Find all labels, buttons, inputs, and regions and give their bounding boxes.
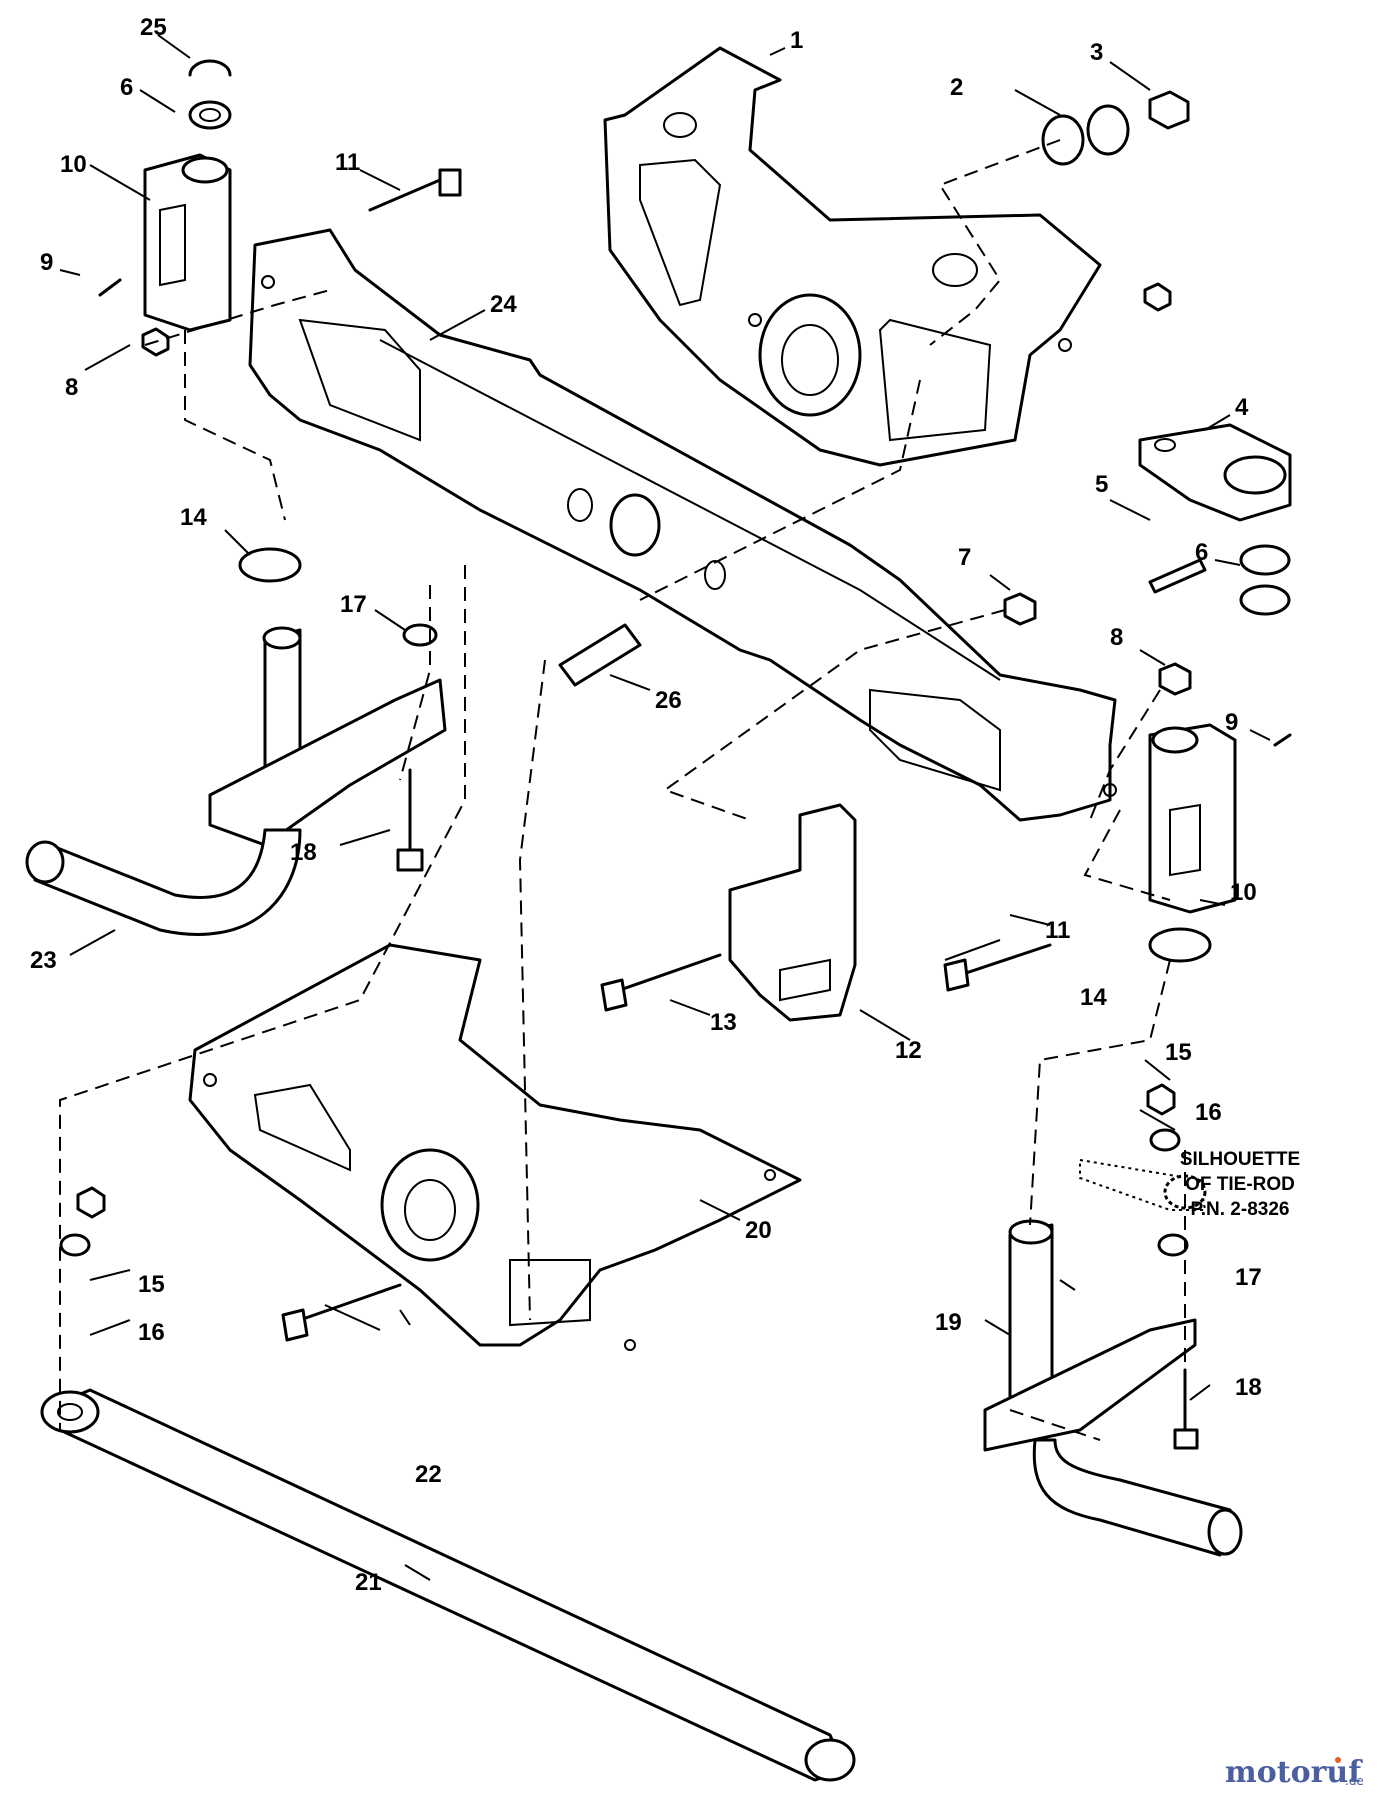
- steering-arm-part: [1138, 423, 1292, 522]
- spindle-support-left-part: [143, 153, 232, 332]
- label-2: 2: [950, 74, 963, 101]
- label-24: 24: [490, 291, 517, 318]
- watermark-text: motoruf: [1225, 1755, 1363, 1790]
- bolt-parts: [98, 168, 1292, 1450]
- label-6-left: 6: [120, 74, 133, 101]
- tie-rod-silhouette-note: SILHOUETTE OF TIE-ROD P.N. 2-8326: [1180, 1149, 1300, 1220]
- lower-bracket-part: [188, 943, 802, 1351]
- label-10-right: 10: [1230, 879, 1257, 906]
- label-12: 12: [895, 1037, 922, 1064]
- label-15-left: 15: [138, 1271, 165, 1298]
- pin-parts: [558, 558, 1207, 687]
- label-18-right: 18: [1235, 1374, 1262, 1401]
- label-9-left: 9: [40, 249, 53, 276]
- label-8-left: 8: [65, 374, 78, 401]
- label-20: 20: [745, 1217, 772, 1244]
- label-8-right: 8: [1110, 624, 1123, 651]
- label-10-left: 10: [60, 151, 87, 178]
- part-number-labels: 25 6 10 9 8 11 1 2 3 24 4 5 6 7 8 9 10 1…: [30, 14, 1262, 1596]
- label-17-left: 17: [340, 591, 367, 618]
- label-13: 13: [710, 1009, 737, 1036]
- note-line-1: SILHOUETTE: [1180, 1149, 1300, 1170]
- tie-rod-part: [40, 1388, 856, 1782]
- front-axle-beam-part: [248, 228, 1117, 822]
- label-23: 23: [30, 947, 57, 974]
- tie-rod-bracket-part: [728, 803, 857, 1022]
- label-16-right: 16: [1195, 1099, 1222, 1126]
- label-26: 26: [655, 687, 682, 714]
- label-19: 19: [935, 1309, 962, 1336]
- label-1: 1: [790, 27, 803, 54]
- assembly-dashed-lines: [59, 139, 1186, 1441]
- hardware-parts: [59, 59, 1291, 1257]
- note-line-3: P.N. 2-8326: [1191, 1199, 1290, 1220]
- label-4: 4: [1235, 394, 1249, 421]
- watermark-logo: motoruf .de: [1225, 1755, 1364, 1790]
- watermark-dot: [1335, 1757, 1341, 1763]
- label-22: 22: [415, 1461, 442, 1488]
- label-21: 21: [355, 1569, 382, 1596]
- upper-bracket-part: [603, 46, 1102, 467]
- label-18-left: 18: [290, 839, 317, 866]
- label-11-right: 11: [1045, 917, 1070, 944]
- label-14-left: 14: [180, 504, 207, 531]
- spindle-left-part: [25, 626, 447, 936]
- label-17-right: 17: [1235, 1264, 1262, 1291]
- label-16-left: 16: [138, 1319, 165, 1346]
- label-3: 3: [1090, 39, 1103, 66]
- label-11-left: 11: [335, 149, 360, 176]
- label-15-right: 15: [1165, 1039, 1192, 1066]
- callout-leader-lines: [59, 34, 1271, 1581]
- spindle-support-right-part: [1148, 723, 1237, 914]
- note-line-2: OF TIE-ROD: [1185, 1174, 1295, 1195]
- label-25: 25: [140, 14, 167, 41]
- label-9-right: 9: [1225, 709, 1238, 736]
- spindle-right-part: [983, 1219, 1243, 1557]
- label-14-right: 14: [1080, 984, 1107, 1011]
- watermark-suffix: .de: [1345, 1774, 1364, 1788]
- label-5: 5: [1095, 471, 1108, 498]
- label-6-right: 6: [1195, 539, 1208, 566]
- label-7: 7: [958, 544, 971, 571]
